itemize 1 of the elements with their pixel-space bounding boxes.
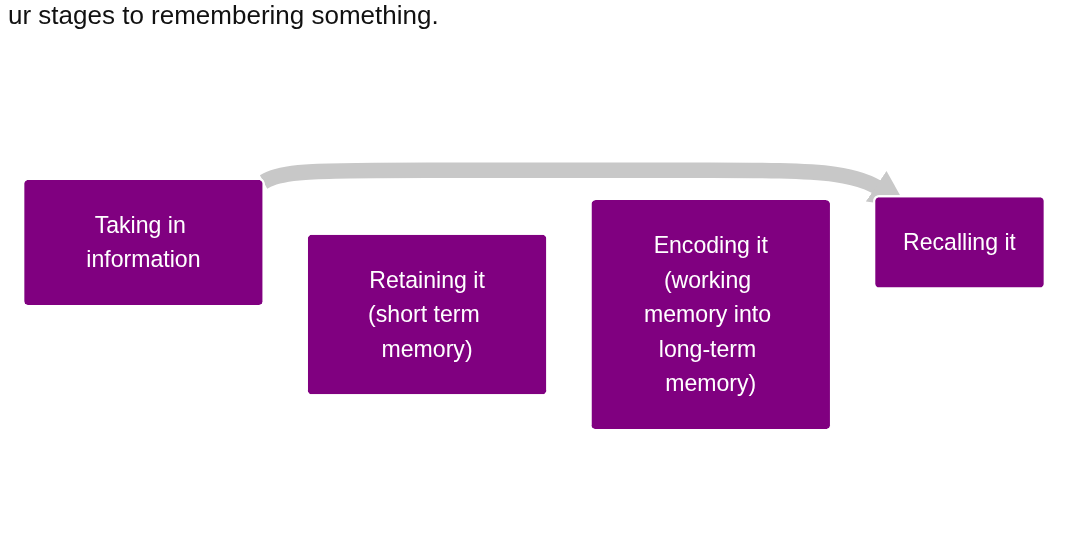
title: ur stages to remembering something. — [8, 0, 439, 31]
